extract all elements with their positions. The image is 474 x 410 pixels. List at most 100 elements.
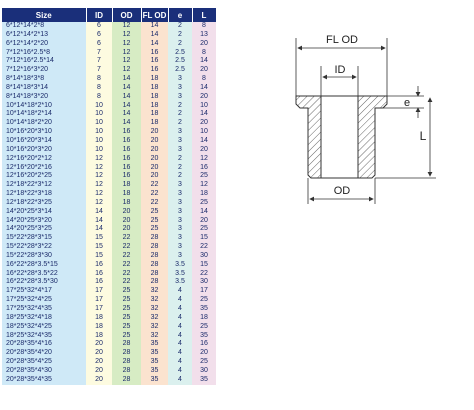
l-dimension: L (375, 97, 436, 179)
flanged-bushing-diagram: FL OD ID e L OD (295, 34, 436, 204)
cell-od: 14 (112, 92, 141, 102)
cell-size: 15*22*28*3*30 (2, 251, 86, 261)
cell-l: 20 (192, 349, 216, 359)
cell-e: 2 (168, 119, 192, 129)
cell-e: 3 (168, 190, 192, 199)
cell-fl-od: 14 (141, 22, 168, 31)
cell-l: 15 (192, 234, 216, 244)
cell-id: 7 (86, 57, 112, 67)
cell-od: 12 (112, 66, 141, 76)
cell-l: 18 (192, 313, 216, 323)
cell-fl-od: 22 (141, 198, 168, 208)
right-wall-section (357, 95, 388, 179)
e-dimension: e (383, 86, 424, 118)
cell-e: 4 (168, 358, 192, 367)
cell-id: 20 (86, 366, 112, 376)
cell-e: 4 (168, 305, 192, 314)
cell-l: 25 (192, 225, 216, 235)
cell-id: 14 (86, 216, 112, 226)
cell-id: 7 (86, 66, 112, 76)
cell-fl-od: 20 (141, 128, 168, 137)
cell-fl-od: 14 (141, 30, 168, 40)
cell-od: 25 (112, 296, 141, 305)
cell-e: 3.5 (168, 260, 192, 270)
cell-size: 20*28*35*4*30 (2, 366, 86, 376)
cell-fl-od: 16 (141, 57, 168, 67)
cell-fl-od: 22 (141, 190, 168, 199)
cell-e: 2.5 (168, 57, 192, 67)
cell-l: 17 (192, 287, 216, 297)
cell-l: 20 (192, 145, 216, 155)
cell-od: 12 (112, 30, 141, 40)
cell-e: 2 (168, 172, 192, 182)
cell-e: 3 (168, 128, 192, 137)
cell-od: 28 (112, 358, 141, 367)
cell-size: 15*22*28*3*15 (2, 234, 86, 244)
cell-id: 10 (86, 101, 112, 111)
cell-id: 12 (86, 198, 112, 208)
cell-fl-od: 18 (141, 92, 168, 102)
cell-size: 6*12*14*2*13 (2, 30, 86, 40)
cell-size: 17*25*32*4*25 (2, 296, 86, 305)
id-label: ID (335, 64, 346, 76)
left-wall-section (295, 95, 322, 179)
cell-e: 3 (168, 207, 192, 217)
cell-fl-od: 18 (141, 119, 168, 129)
cell-l: 25 (192, 198, 216, 208)
cell-size: 12*16*20*2*16 (2, 163, 86, 173)
cell-od: 22 (112, 278, 141, 288)
cell-e: 4 (168, 375, 192, 385)
cell-id: 6 (86, 22, 112, 31)
cell-fl-od: 20 (141, 136, 168, 146)
cell-size: 14*20*25*3*25 (2, 225, 86, 235)
cell-l: 14 (192, 110, 216, 120)
cell-l: 16 (192, 340, 216, 350)
cell-od: 18 (112, 190, 141, 199)
cell-size: 10*16*20*3*10 (2, 128, 86, 137)
cell-id: 12 (86, 154, 112, 164)
cell-l: 14 (192, 57, 216, 67)
cell-l: 13 (192, 30, 216, 40)
cell-id: 10 (86, 110, 112, 120)
cell-id: 10 (86, 128, 112, 137)
cell-id: 18 (86, 313, 112, 323)
cell-id: 17 (86, 287, 112, 297)
cell-od: 22 (112, 260, 141, 270)
cell-od: 16 (112, 172, 141, 182)
cell-fl-od: 18 (141, 101, 168, 111)
cell-fl-od: 32 (141, 313, 168, 323)
cell-size: 18*25*32*4*18 (2, 313, 86, 323)
cell-size: 16*22*28*3.5*15 (2, 260, 86, 270)
cell-fl-od: 20 (141, 163, 168, 173)
fl-od-dimension: FL OD (295, 34, 388, 96)
cell-e: 3 (168, 216, 192, 226)
cell-size: 10*16*20*3*14 (2, 136, 86, 146)
cell-fl-od: 32 (141, 331, 168, 341)
cell-id: 10 (86, 136, 112, 146)
cell-e: 3 (168, 225, 192, 235)
cell-id: 10 (86, 145, 112, 155)
cell-od: 20 (112, 216, 141, 226)
cell-e: 3 (168, 83, 192, 93)
cell-e: 3 (168, 136, 192, 146)
cell-size: 12*16*20*2*25 (2, 172, 86, 182)
cell-fl-od: 18 (141, 83, 168, 93)
cell-l: 30 (192, 251, 216, 261)
cell-id: 7 (86, 48, 112, 58)
od-label: OD (334, 185, 351, 197)
cell-size: 12*18*22*3*25 (2, 198, 86, 208)
cell-e: 4 (168, 313, 192, 323)
